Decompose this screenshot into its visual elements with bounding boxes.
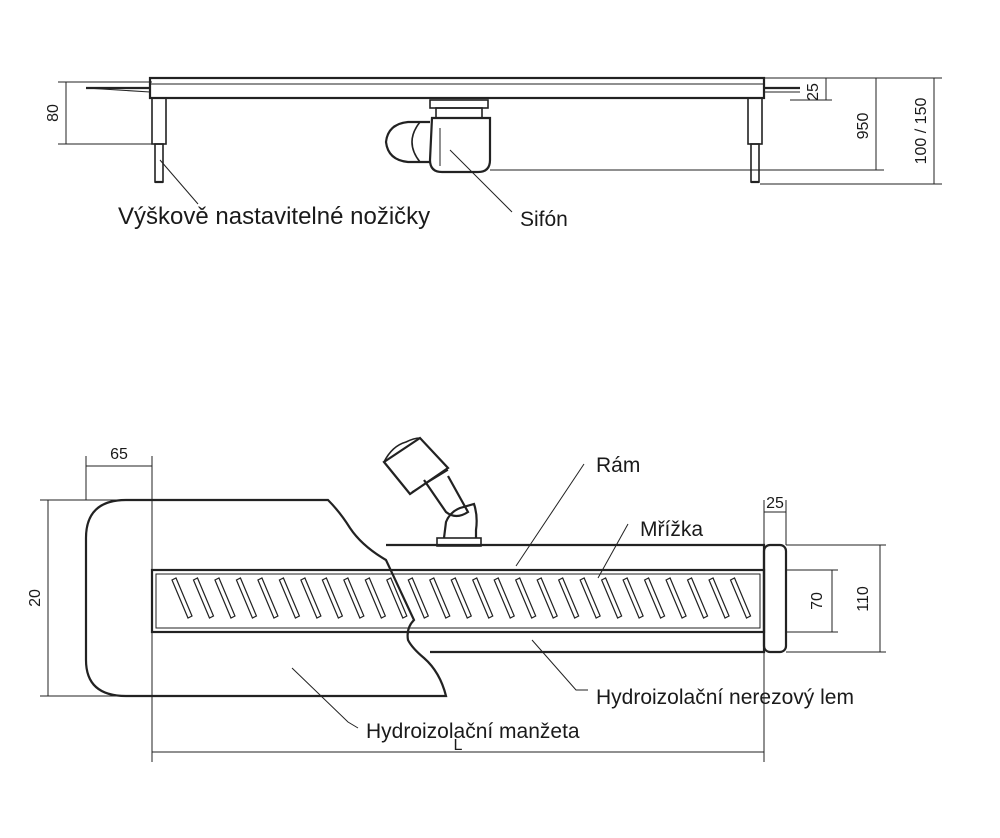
leg-right — [747, 97, 763, 184]
grate-slot — [708, 577, 730, 619]
dim-65-label: 65 — [110, 446, 128, 463]
grate-slot — [600, 577, 623, 619]
channel-body — [148, 76, 766, 100]
label-feet: Výškově nastavitelné nožičky — [118, 203, 430, 230]
grate-slot — [729, 577, 752, 619]
grate-slots — [171, 577, 752, 619]
leader-grate — [597, 523, 629, 579]
grate — [150, 568, 766, 634]
grate-slot — [407, 577, 430, 619]
grate-slot — [686, 577, 709, 619]
dim-L: L — [151, 632, 765, 762]
grate-slot — [278, 577, 301, 619]
grate-slot — [214, 577, 236, 619]
grate-slot — [557, 577, 580, 619]
label-siphon: Sifón — [520, 208, 568, 231]
label-membrane: Hydroizolační manžeta — [366, 720, 580, 743]
grate-slot — [665, 577, 687, 619]
leader-collar — [531, 639, 588, 691]
dim-25-plan-label: 25 — [766, 495, 784, 512]
grate-slot — [579, 577, 601, 619]
frame-end-flange — [762, 543, 788, 654]
dim-L-label: L — [454, 737, 463, 754]
label-collar: Hydroizolační nerezový lem — [596, 686, 854, 709]
grate-slot — [493, 577, 515, 619]
leg-left — [151, 97, 167, 184]
grate-slot — [321, 577, 344, 619]
leader-membrane — [291, 667, 359, 729]
siphon-body — [384, 99, 492, 174]
dim-950: 950 — [490, 77, 884, 171]
leader-frame — [515, 463, 585, 567]
grate-slot — [450, 577, 473, 619]
grate-slot — [386, 577, 408, 619]
plan-view: 65 20 25 70 110 — [27, 436, 886, 762]
dim-70-label: 70 — [809, 592, 826, 610]
grate-slot — [235, 577, 258, 619]
grate-slot — [192, 577, 215, 619]
grate-slot — [343, 577, 365, 619]
dim-25-top: 25 — [760, 77, 832, 101]
grate-slot — [257, 577, 279, 619]
dim-100-150: 100 / 150 — [760, 77, 942, 185]
dim-70: 70 — [786, 569, 838, 633]
grate-slot — [429, 577, 451, 619]
dim-80: 80 — [45, 81, 152, 145]
dim-20: 20 — [27, 499, 126, 697]
grate-slot — [514, 577, 537, 619]
leader-feet — [159, 159, 199, 205]
dim-25-plan: 25 — [763, 495, 787, 545]
side-view: 80 25 950 100 / 150 Výškově nastavitelné… — [45, 76, 942, 231]
dim-950-label: 950 — [855, 113, 872, 140]
grate-slot — [536, 577, 558, 619]
grate-slot — [643, 577, 666, 619]
dim-110-label: 110 — [855, 586, 872, 612]
dim-110: 110 — [786, 544, 886, 653]
grate-slot — [622, 577, 644, 619]
label-grate: Mřížka — [640, 518, 703, 541]
grate-slot — [471, 577, 494, 619]
dim-65: 65 — [85, 446, 153, 570]
label-frame: Rám — [596, 454, 640, 477]
dim-80-label: 80 — [45, 104, 62, 122]
leader-siphon — [449, 149, 513, 213]
grate-slot — [171, 577, 193, 619]
grate-slot — [364, 577, 387, 619]
dim-20-label: 20 — [27, 589, 44, 607]
dim-100-150-label: 100 / 150 — [913, 98, 930, 165]
grate-slot — [300, 577, 322, 619]
dim-25-top-label: 25 — [805, 83, 822, 101]
membrane-outline — [84, 498, 448, 698]
siphon-outlet — [382, 436, 482, 547]
